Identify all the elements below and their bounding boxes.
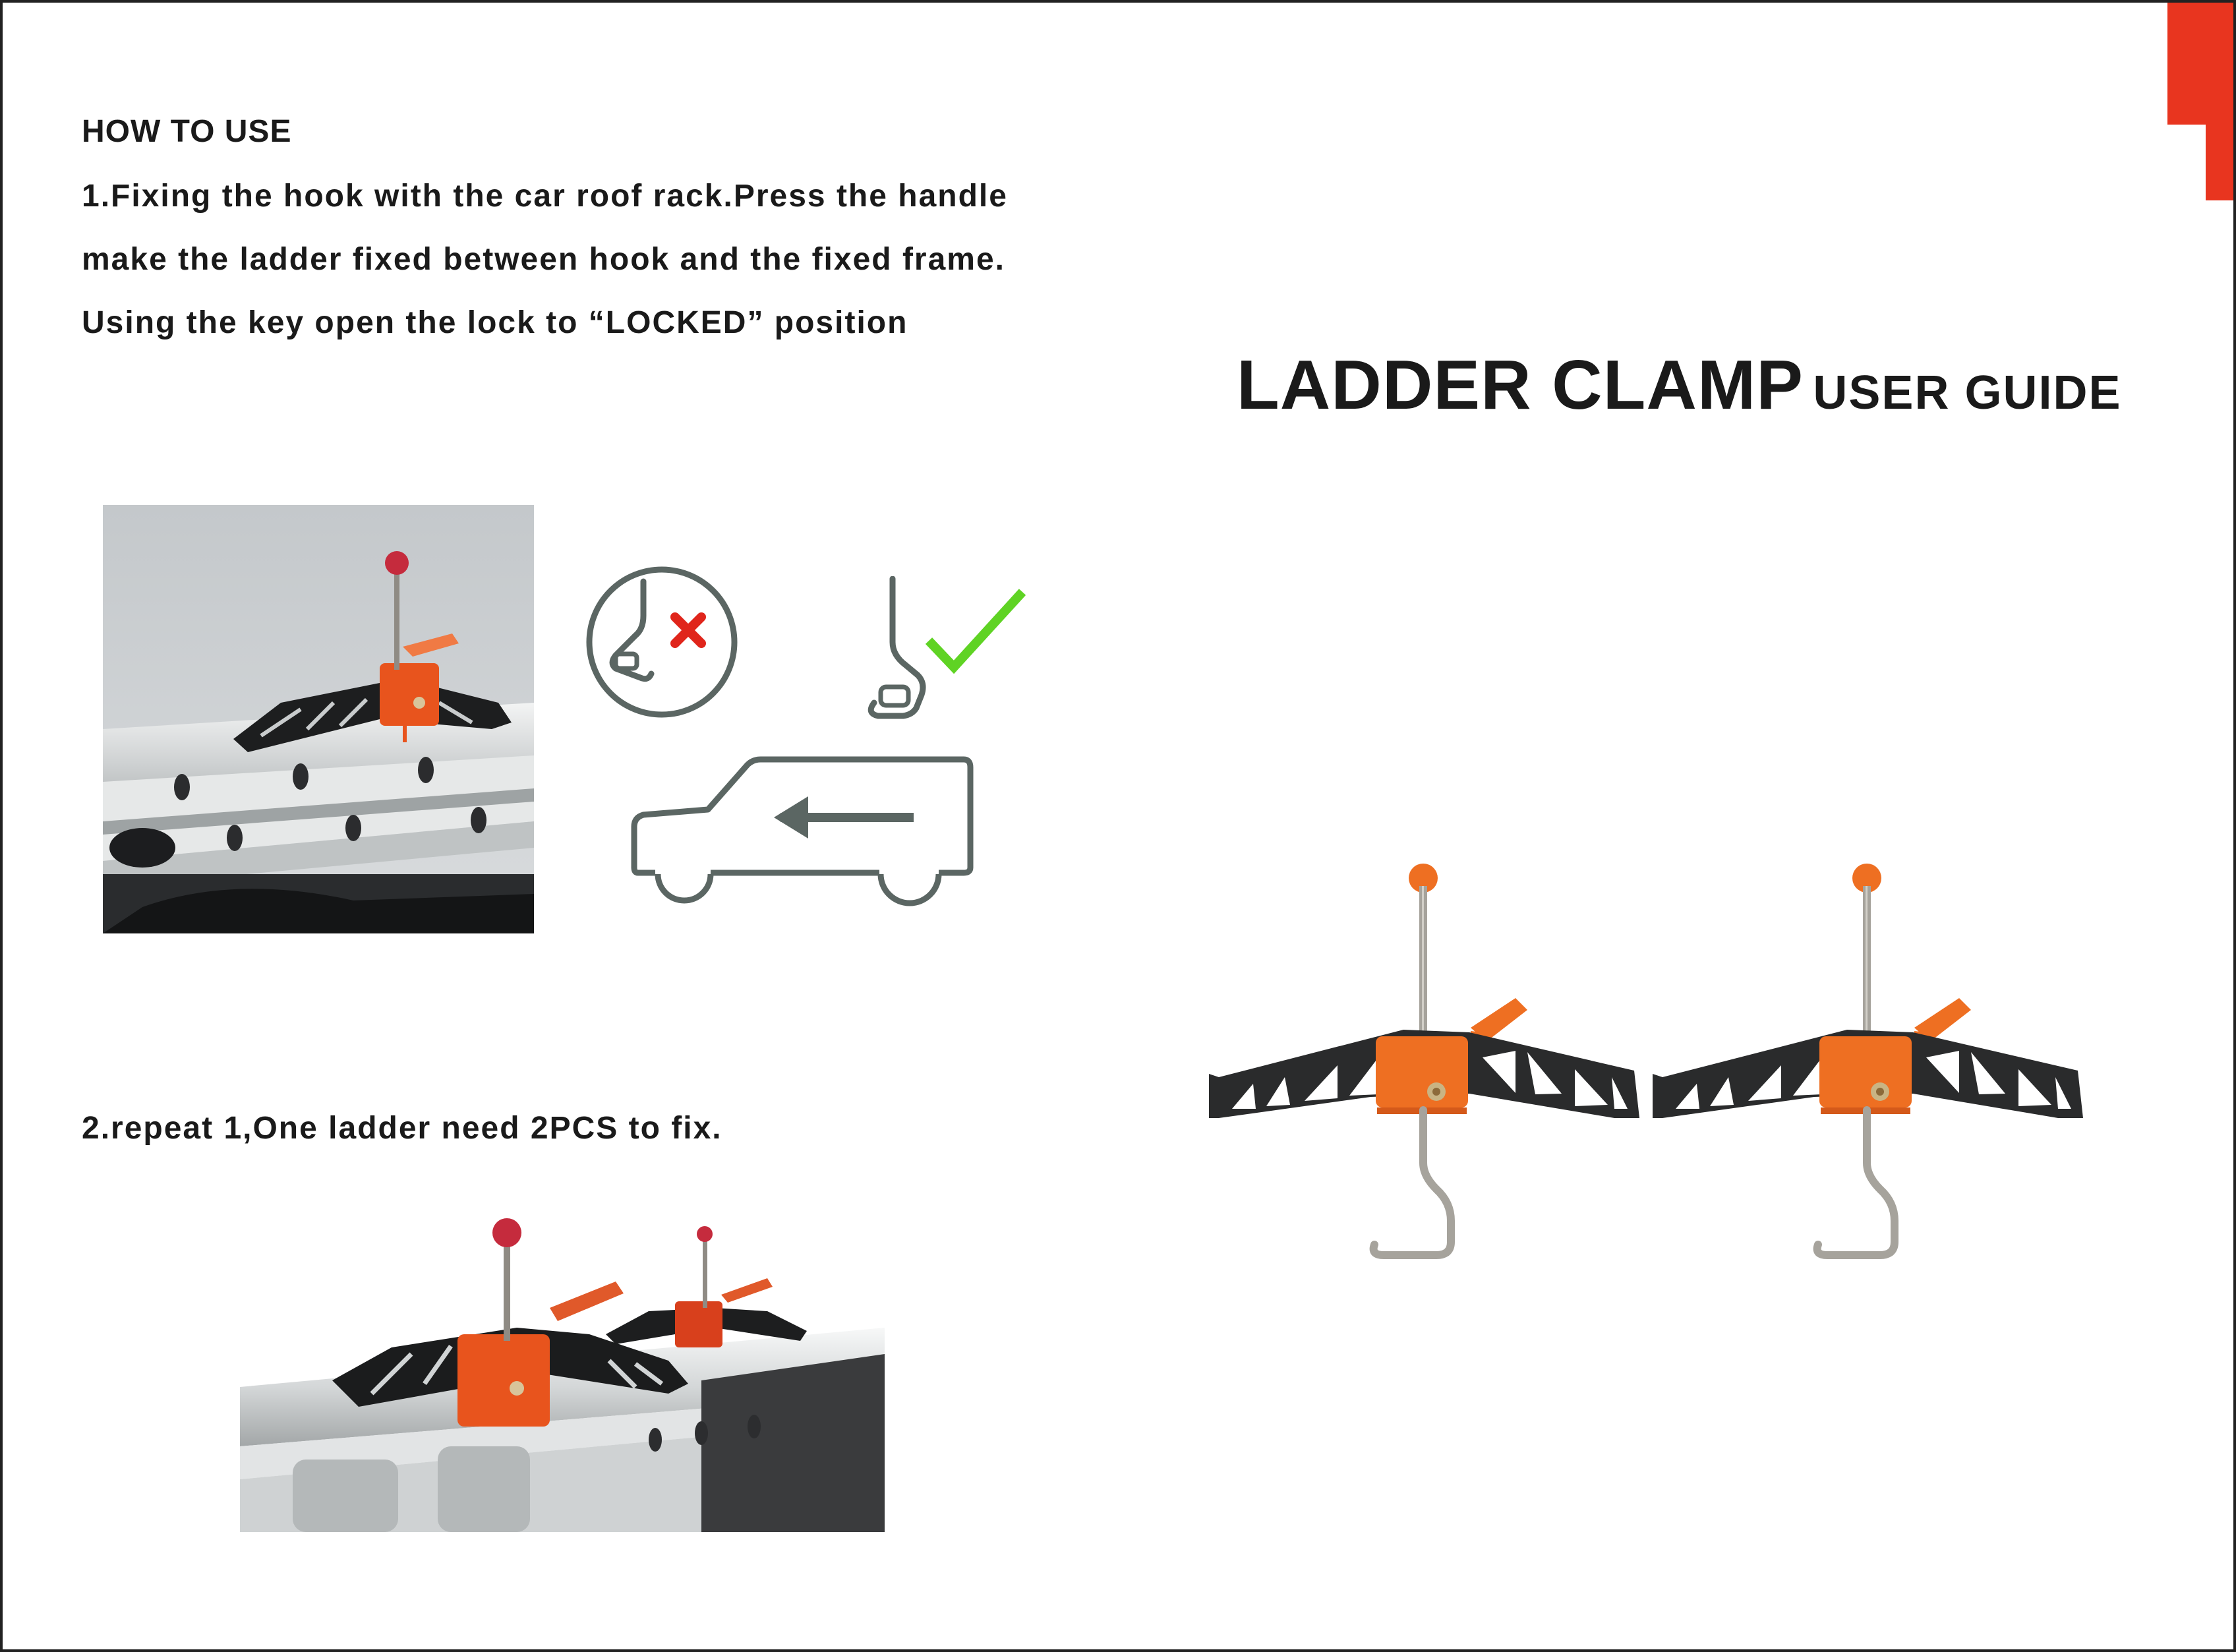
ladder-clamp-product-left	[1209, 864, 1639, 1259]
correct-hook-icon	[868, 576, 926, 719]
clamp-on-ladder-photo	[103, 505, 534, 933]
van-arrow-icon	[631, 756, 974, 906]
title-sub: USER GUIDE	[1813, 367, 2122, 419]
cross-icon	[670, 612, 706, 648]
red-corner-tab	[2167, 3, 2233, 200]
how-to-use-heading: HOW TO USE	[82, 114, 292, 149]
step-1-line-3: Using the key open the lock to “LOCKED” …	[82, 305, 908, 340]
step-1-line-2: make the ladder fixed between hook and t…	[82, 242, 1006, 277]
step-1-instructions: 1.Fixing the hook with the car roof rack…	[82, 175, 1008, 365]
page-title: LADDER CLAMP USER GUIDE	[1237, 345, 2121, 425]
step-2-instruction: 2.repeat 1,One ladder need 2PCS to fix.	[82, 1111, 722, 1146]
wrong-hook-icon	[586, 566, 738, 718]
step-1-line-1: 1.Fixing the hook with the car roof rack…	[82, 179, 1008, 214]
two-clamps-photo	[240, 1196, 885, 1532]
ladder-clamp-product-right	[1653, 864, 2083, 1259]
title-main: LADDER CLAMP	[1237, 346, 1804, 424]
checkmark-icon	[925, 589, 1026, 674]
